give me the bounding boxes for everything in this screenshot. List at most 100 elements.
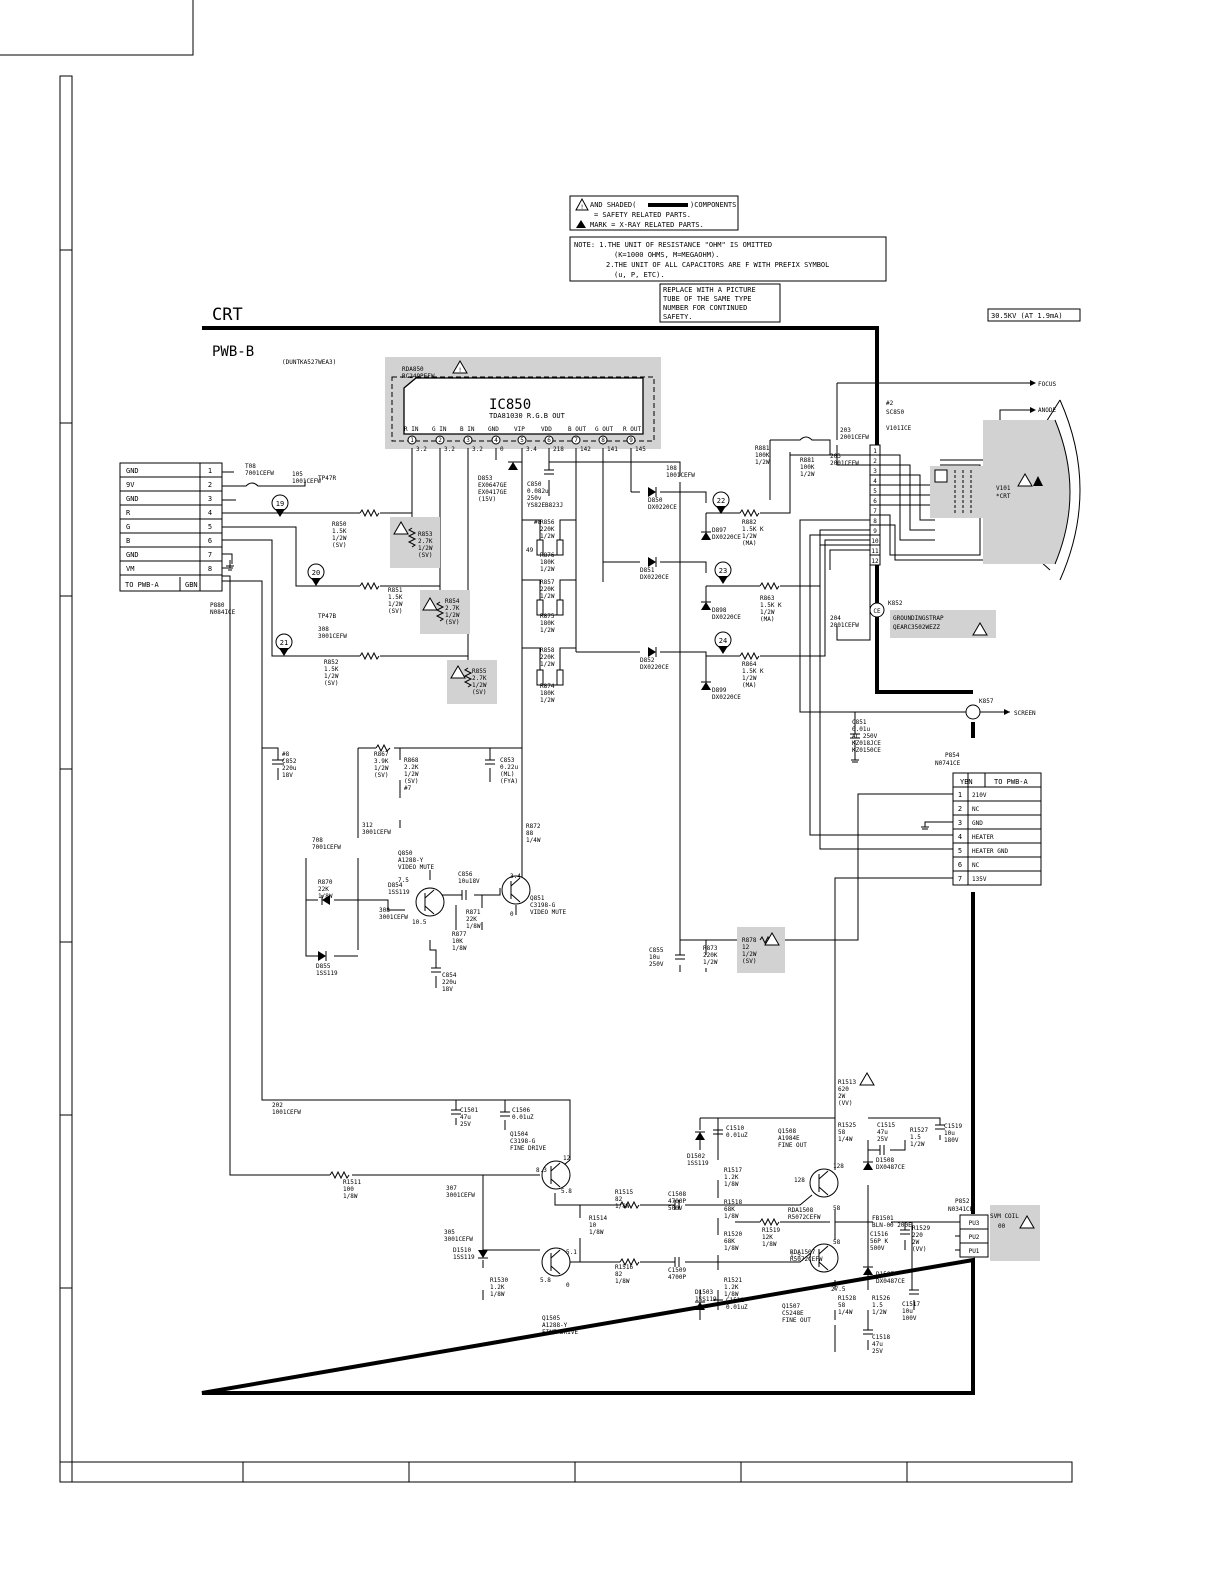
yoke-pin-label: PU2 xyxy=(969,1234,980,1241)
component-label: 1/2W xyxy=(910,1141,925,1148)
safety-note-line-1a: AND SHADED( xyxy=(590,201,636,209)
crt-title: CRT xyxy=(212,305,243,325)
component-label: VIDEO MUTE xyxy=(530,909,567,916)
component-label: 180K xyxy=(540,620,555,627)
safety-warning-icon xyxy=(859,1072,875,1086)
resistor-symbols xyxy=(329,508,780,1267)
ic850-block: RDA850 RC249PEFW ! IC850 TDA81030 R.G.B … xyxy=(385,357,661,453)
connector-p854-pin-name: HEATER GND xyxy=(972,848,1009,855)
component-label: R1526 xyxy=(872,1295,890,1302)
component-label: FINE OUT xyxy=(778,1142,807,1149)
component-label: 47u xyxy=(872,1341,883,1348)
connector-p880-pin-number: 3 xyxy=(208,495,212,503)
component-label: 68K xyxy=(724,1238,735,1245)
ic850-pin-marker xyxy=(544,435,554,445)
ic850-pin-marker xyxy=(435,435,445,445)
safety-warning-icon xyxy=(972,622,988,636)
component-label: 1/2W xyxy=(404,771,419,778)
component-label: 1SS119 xyxy=(388,889,410,896)
component-label: 1/8W xyxy=(724,1213,739,1220)
safety-shaded-blocks xyxy=(390,517,1040,1261)
component-label: 1SS119 xyxy=(687,1160,709,1167)
component-label: 1/2W xyxy=(755,459,770,466)
component-label: 58 xyxy=(838,1129,846,1136)
grounding-line-1: GROUNDINGSTRAP xyxy=(893,615,944,622)
test-point-pointer xyxy=(718,576,728,584)
component-label: C1508 xyxy=(668,1191,686,1198)
component-label: R1529 xyxy=(912,1225,930,1232)
component-label: (VV) xyxy=(838,1100,852,1107)
component-label: A1288-Y xyxy=(398,857,424,864)
component-label: 220K xyxy=(703,952,718,959)
connector-p880-ref: P880 xyxy=(210,602,225,609)
connector-p880-pin-number: 8 xyxy=(208,565,212,573)
component-label: 1.2K xyxy=(724,1174,739,1181)
component-label: 1/2W xyxy=(540,566,555,573)
ic850-pin-number: 1 xyxy=(410,437,414,444)
connector-p880-pin-number: 6 xyxy=(208,537,212,545)
component-label: #8 xyxy=(282,751,290,758)
wiring xyxy=(222,382,1061,1352)
component-label: 1.5K xyxy=(324,666,339,673)
voltage-note-box: 30.5KV (AT 1.9mA) xyxy=(987,308,1081,322)
component-label: R876 xyxy=(540,552,555,559)
component-label: EX0647GE xyxy=(478,482,507,489)
component-label: D853 xyxy=(478,475,493,482)
component-label: 12K xyxy=(762,1234,773,1241)
component-label: 8.3 xyxy=(536,1167,547,1174)
component-label: 0 xyxy=(510,911,514,918)
component-label: 12 xyxy=(742,944,750,951)
component-label: 1SS119 xyxy=(695,1296,717,1303)
component-label: 0.01uZ xyxy=(726,1304,748,1311)
socket-pin-number: 11 xyxy=(871,548,879,555)
component-label: 220K xyxy=(540,526,555,533)
connector-p854-pin-number: 3 xyxy=(958,819,962,827)
component-label: KZ0150CE xyxy=(852,747,881,754)
component-label: 1/8W xyxy=(615,1203,630,1210)
component-label: C853 xyxy=(500,757,515,764)
component-label: R881 xyxy=(800,457,815,464)
component-label: R877 xyxy=(452,931,467,938)
component-label: 708 xyxy=(312,837,323,844)
ic850-pin-voltage: 218 xyxy=(553,446,564,453)
component-label: 2001CEFW xyxy=(830,622,859,629)
component-label: 2W xyxy=(838,1093,846,1100)
component-label: VIDEO MUTE xyxy=(398,864,435,871)
component-label: Q1504 xyxy=(510,1131,528,1138)
safety-note-line-1b: )COMPONENTS xyxy=(690,201,736,209)
safety-warning-icon xyxy=(393,521,409,535)
component-label: 1/2W xyxy=(540,593,555,600)
component-label: 1/2W xyxy=(872,1309,887,1316)
ic850-pin-marker xyxy=(407,435,417,445)
component-label: R1521 xyxy=(724,1277,742,1284)
crt-tube: V101 *CRT FOCUS ANODE SCREEN K857 xyxy=(930,380,1081,720)
socket-pin-number: 12 xyxy=(871,558,879,565)
component-label: 2.2K xyxy=(404,764,419,771)
component-label: 5.8 xyxy=(561,1188,572,1195)
component-label: 220u xyxy=(442,979,457,986)
test-point-number: 24 xyxy=(719,637,727,645)
ic850-pin-number: 6 xyxy=(547,437,551,444)
component-label: R1530 xyxy=(490,1277,508,1284)
capacitor-symbols xyxy=(272,469,945,1335)
component-label: 1.2K xyxy=(724,1284,739,1291)
component-label: 3001CEFW xyxy=(446,1192,475,1199)
component-label: (SV) xyxy=(374,772,388,779)
component-label: 56P K xyxy=(870,1238,888,1245)
component-label: 18V xyxy=(282,772,293,779)
ic850-pin-number: 5 xyxy=(520,437,524,444)
component-label: 500V xyxy=(668,1205,683,1212)
socket-part: V101ICE xyxy=(886,425,912,432)
component-label: 220K xyxy=(540,654,555,661)
svg-text:!: ! xyxy=(580,204,584,211)
component-label: D855 xyxy=(316,963,331,970)
yoke-pin-label: PU1 xyxy=(969,1248,980,1255)
component-label: 25V xyxy=(872,1348,883,1355)
unit-note-line-2: (K=1000 OHMS, M=MEGAOHM). xyxy=(614,251,719,259)
component-label: 68K xyxy=(724,1206,735,1213)
component-label: DX0220CE xyxy=(712,534,741,541)
component-label: RDA1508 xyxy=(788,1207,814,1214)
component-label: D852 xyxy=(640,657,655,664)
